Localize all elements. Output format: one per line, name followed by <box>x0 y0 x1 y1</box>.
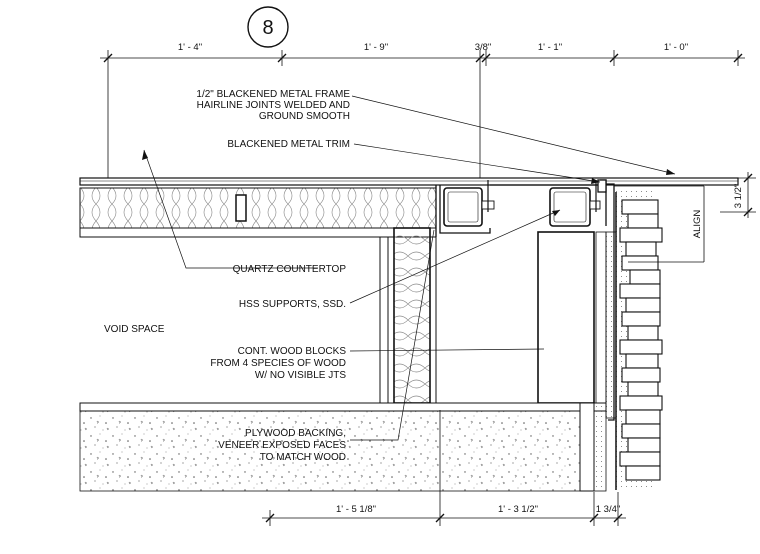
wood-block-wall <box>615 190 663 490</box>
top-dimension-string <box>100 50 745 180</box>
callout-countertop: QUARTZ COUNTERTOP <box>233 264 347 275</box>
void-space-label: VOID SPACE <box>104 324 165 335</box>
detail-bubble: 8 <box>247 6 289 48</box>
dim-top-3: 3/8" <box>475 42 492 53</box>
callout-hss: HSS SUPPORTS, SSD. <box>239 299 346 310</box>
align-label: ALIGN <box>692 210 703 239</box>
dim-top-1: 1' - 4" <box>178 42 202 53</box>
bottom-dimension-string <box>262 410 626 526</box>
dim-top-4: 1' - 1" <box>538 42 562 53</box>
leader-lines <box>143 95 676 441</box>
callout-trim: BLACKENED METAL TRIM <box>227 139 350 150</box>
dim-right: 3 1/2" <box>733 184 744 209</box>
dim-top-2: 1' - 9" <box>364 42 388 53</box>
cabinet-left <box>379 227 437 404</box>
callout-plywood-line1: PLYWOOD BACKING, <box>245 428 346 439</box>
detail-number: 8 <box>262 17 273 39</box>
top-insulation <box>79 187 437 238</box>
callout-frame-line2: HAIRLINE JOINTS WELDED AND <box>197 100 350 111</box>
hss-support-left <box>443 180 495 227</box>
countertop-slab <box>79 177 739 186</box>
callout-frame-line3: GROUND SMOOTH <box>259 111 350 122</box>
callout-plywood-line2: VENEER EXPOSED FACES <box>218 440 346 451</box>
right-dimension <box>720 172 756 218</box>
callout-blocks-line2: FROM 4 SPECIES OF WOOD <box>210 358 346 369</box>
dim-bottom-1: 1' - 5 1/8" <box>336 504 376 515</box>
leader-arrows <box>142 150 675 216</box>
dim-bottom-2: 1' - 3 1/2" <box>498 504 538 515</box>
align-marker <box>614 185 705 263</box>
wood-block-column <box>537 231 617 419</box>
callout-plywood-line3: TO MATCH WOOD <box>260 452 346 463</box>
callout-blocks-line3: W/ NO VISIBLE JTS <box>255 370 346 381</box>
dim-top-5: 1' - 0" <box>664 42 688 53</box>
dim-bottom-3: 1 3/4" <box>596 504 621 515</box>
hss-support-right <box>549 180 601 227</box>
plywood-base <box>79 402 607 492</box>
callout-frame-line1: 1/2" BLACKENED METAL FRAME <box>196 89 350 100</box>
callout-blocks-line1: CONT. WOOD BLOCKS <box>238 346 347 357</box>
